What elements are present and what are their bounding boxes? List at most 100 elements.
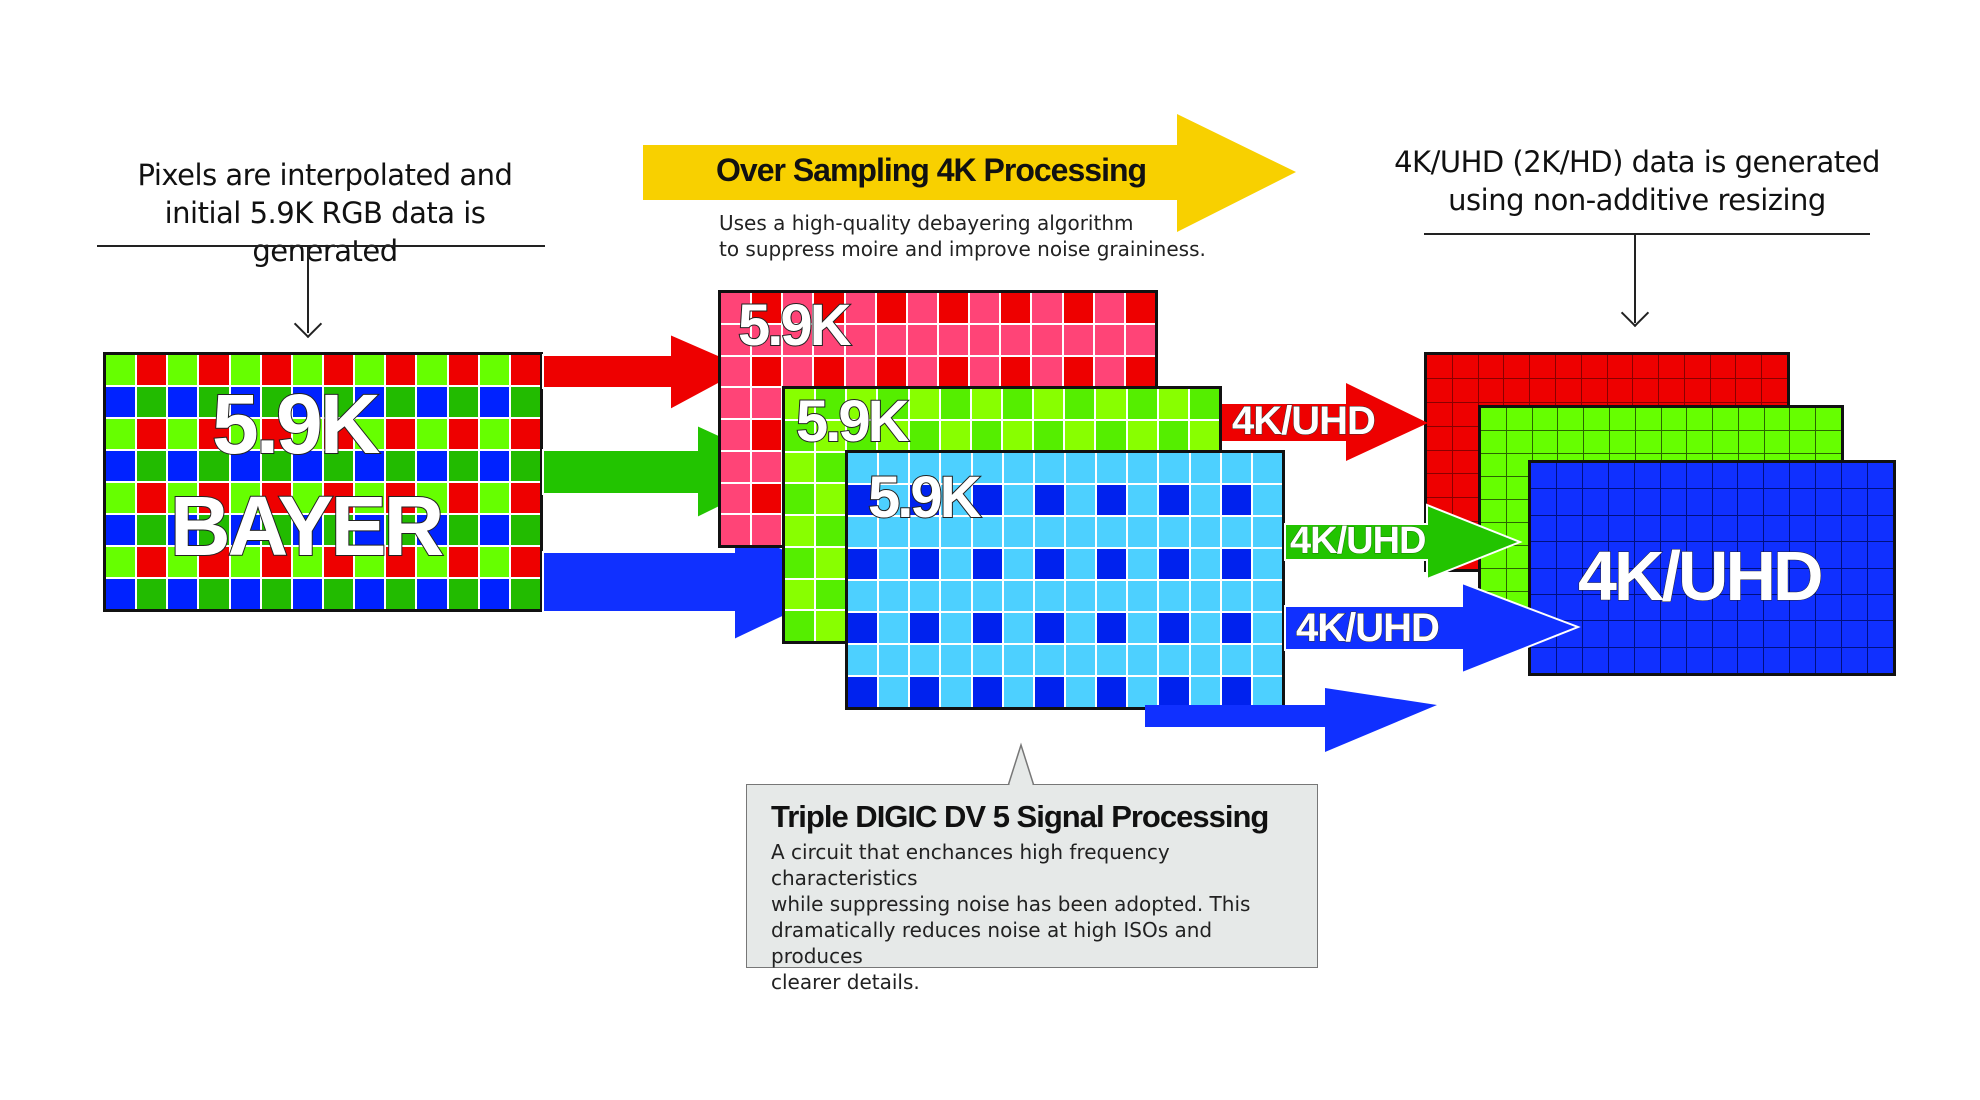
caption-interpolation-line2: initial 5.9K RGB data is generated: [164, 196, 486, 268]
blue-plane-pixel: [879, 517, 909, 547]
red-4k-pixel: [1607, 378, 1633, 402]
blue-plane-pixel: [1221, 453, 1251, 483]
bayer-pixel: [355, 387, 385, 417]
red-plane-pixel: [1125, 324, 1155, 355]
blue-4k-pixel: [1582, 515, 1608, 542]
red-4k-pixel: [1452, 498, 1478, 522]
bayer-pixel: [355, 355, 385, 385]
red-4k-pixel: [1762, 378, 1787, 402]
blue-4k-pixel: [1660, 647, 1686, 673]
blue-plane-pixel: [1065, 517, 1096, 547]
bayer-pixel: [386, 579, 416, 609]
bayer-pixel: [137, 355, 167, 385]
red-plane-pixel: [752, 388, 782, 418]
blue-plane-pixel: [1252, 485, 1282, 515]
blue-4k-pixel: [1712, 647, 1738, 673]
blue-4k-pixel: [1660, 515, 1686, 542]
blue-plane-pixel: [1034, 485, 1064, 515]
green-4k-pixel: [1816, 431, 1841, 453]
red-plane-pixel: [1001, 356, 1031, 387]
blue-plane-pixel: [1159, 549, 1189, 579]
blue-plane-pixel: [1159, 613, 1189, 643]
blue-4k-pixel: [1531, 647, 1556, 673]
blue-plane-pixel: [879, 453, 909, 483]
red-4k-pixel: [1504, 355, 1530, 378]
green-4k-pixel: [1738, 408, 1764, 430]
blue-4k-pixel: [1556, 594, 1582, 621]
blue-4k-pixel: [1686, 647, 1712, 673]
blue-plane-pixel: [1159, 645, 1189, 675]
blue-4k-pixel: [1842, 594, 1868, 621]
bayer-pixel: [323, 515, 354, 545]
blue-plane-pixel: [1190, 517, 1220, 547]
green-4k-pixel: [1738, 431, 1764, 453]
bayer-label-resolution: 5.9K: [211, 376, 381, 472]
red-plane-pixel: [752, 356, 782, 387]
blue-plane-pixel: [1097, 549, 1127, 579]
red-plane-pixel: [1125, 293, 1155, 323]
green-plane-pixel: [1002, 389, 1033, 419]
green-plane-pixel: [847, 389, 877, 419]
green-plane-pixel: [816, 547, 846, 578]
bayer-pixel: [323, 483, 354, 513]
blue-4k-pixel: [1764, 621, 1790, 647]
red-4k-pixel: [1633, 378, 1659, 402]
bayer-pixel: [199, 547, 229, 577]
blue-4k-pixel: [1816, 621, 1842, 647]
green-plane-pixel: [785, 611, 815, 641]
bayer-pixel: [448, 419, 478, 449]
blue-plane-pixel: [1097, 613, 1127, 643]
bayer-pixel: [137, 579, 167, 609]
green-4k-pixel: [1558, 408, 1584, 430]
bayer-pixel: [137, 419, 167, 449]
blue-plane-pixel: [1003, 581, 1033, 611]
bayer-pixel: [417, 579, 447, 609]
blue-plane-pixel: [1065, 485, 1096, 515]
blue-plane-pixel: [1252, 517, 1282, 547]
blue-4k-pixel: [1660, 489, 1686, 515]
blue-plane-pixel: [1065, 581, 1096, 611]
blue-plane-pixel: [972, 613, 1002, 643]
red-plane-pixel: [721, 324, 751, 355]
blue-4k-pixel: [1582, 647, 1608, 673]
blue-4k-pixel: [1556, 647, 1582, 673]
blue-plane-pixel: [1003, 677, 1033, 707]
red-plane-pixel: [845, 293, 875, 323]
green-4k-pixel: [1506, 477, 1532, 499]
bayer-pixel: [199, 419, 229, 449]
blue-4k-pixel: [1764, 568, 1790, 594]
blue-4k-pixel: [1842, 489, 1868, 515]
blue-plane-pixel: [1097, 485, 1127, 515]
bayer-grid: [103, 352, 543, 612]
red-plane-pixel: [783, 356, 813, 387]
blue-plane-pixel: [1097, 581, 1127, 611]
green-4k-pixel: [1687, 408, 1713, 430]
green-plane-pixel: [940, 420, 970, 451]
bayer-pixel: [448, 387, 478, 417]
red-plane-pixel: [721, 356, 751, 387]
bayer-pixel: [106, 355, 136, 385]
blue-plane-pixel: [972, 517, 1002, 547]
bayer-pixel: [417, 355, 447, 385]
red-plane-pixel: [1094, 356, 1124, 387]
red-plane-pixel: [752, 324, 782, 355]
plane-red-label: 5.9K: [737, 292, 852, 359]
red-4k-pixel: [1478, 355, 1504, 378]
blue-plane-pixel: [1065, 453, 1096, 483]
blue-plane-pixel: [910, 613, 940, 643]
bayer-pixel: [323, 387, 354, 417]
red-4k-pixel: [1710, 378, 1736, 402]
bayer-pixel: [137, 451, 167, 481]
blue-4k-pixel: [1686, 621, 1712, 647]
bayer-pixel: [230, 355, 260, 385]
blue-4k-pixel: [1816, 568, 1842, 594]
callout-body-line: A circuit that enchances high frequency …: [771, 840, 1170, 890]
blue-plane-pixel: [1128, 677, 1158, 707]
caption-resizing: 4K/UHD (2K/HD) data is generated using n…: [1382, 143, 1892, 219]
bayer-label-type: BAYER: [169, 478, 445, 574]
blue-4k-pixel: [1868, 594, 1893, 621]
blue-4k-pixel: [1712, 621, 1738, 647]
red-4k-pixel: [1427, 402, 1452, 426]
blue-4k-pixel: [1556, 568, 1582, 594]
blue-4k-pixel: [1608, 568, 1634, 594]
